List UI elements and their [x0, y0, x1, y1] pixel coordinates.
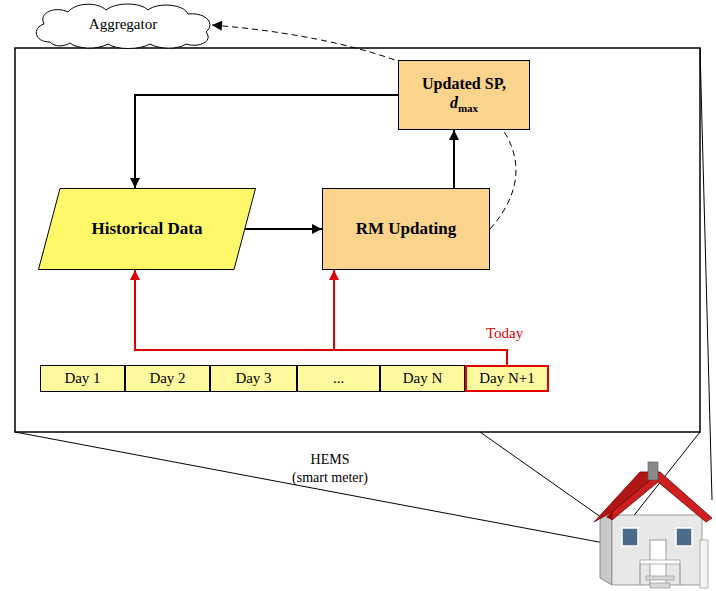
house-icon [594, 462, 712, 588]
node-text: Day N [403, 370, 443, 386]
flow-arrow [245, 228, 322, 230]
node-text: Day 3 [235, 370, 271, 386]
node-text: Historical Data [92, 219, 203, 239]
day-cell: Day N+1 [465, 365, 549, 392]
data-parallelogram: Historical Data [38, 188, 256, 270]
text-line: Day 2 [149, 370, 185, 387]
node-text: Day N+1 [479, 370, 535, 386]
today-label: Today [486, 325, 523, 342]
node-text: max [458, 102, 478, 114]
text-line: Aggregator [89, 16, 157, 33]
day-cell: Day 1 [40, 365, 125, 392]
flow-arrow [453, 130, 455, 188]
node-text: Updated SP, [422, 75, 506, 92]
node-text: Day 2 [149, 370, 185, 386]
text-line: dmax [450, 94, 478, 115]
day-cell: Day 3 [210, 365, 297, 392]
device-label: (smart meter) [292, 470, 368, 486]
text-line: Updated SP, [422, 75, 506, 93]
day-cell: Day N [380, 365, 465, 392]
node-text: Day 1 [64, 370, 100, 386]
node-text: ... [333, 370, 344, 386]
zoom-line [15, 432, 620, 546]
text-line: Historical Data [92, 219, 203, 239]
text-line: ... [333, 370, 344, 387]
process-box: RM Updating [322, 188, 490, 270]
zoom-frame [15, 48, 700, 432]
text-line: Day 1 [64, 370, 100, 387]
day-cell: Day 2 [125, 365, 210, 392]
text-line: RM Updating [356, 219, 457, 239]
node-text: RM Updating [356, 219, 457, 238]
text-line: Day N [403, 370, 443, 387]
data-parallelogram-path [39, 189, 256, 270]
node-text: Aggregator [89, 16, 157, 32]
flow-arrow [135, 95, 398, 188]
day-cell: ... [297, 365, 380, 392]
device-label: HEMS [311, 452, 350, 468]
aggregator-cloud-path [36, 4, 210, 49]
flow-arrow [334, 270, 507, 365]
zoom-line [700, 48, 712, 500]
process-box: Updated SP, dmax [398, 60, 530, 130]
text-line: Day 3 [235, 370, 271, 387]
node-text: d [450, 94, 458, 111]
flow-arrow [135, 270, 507, 365]
text-line: Day N+1 [479, 370, 535, 387]
aggregator-cloud: Aggregator [28, 2, 218, 48]
